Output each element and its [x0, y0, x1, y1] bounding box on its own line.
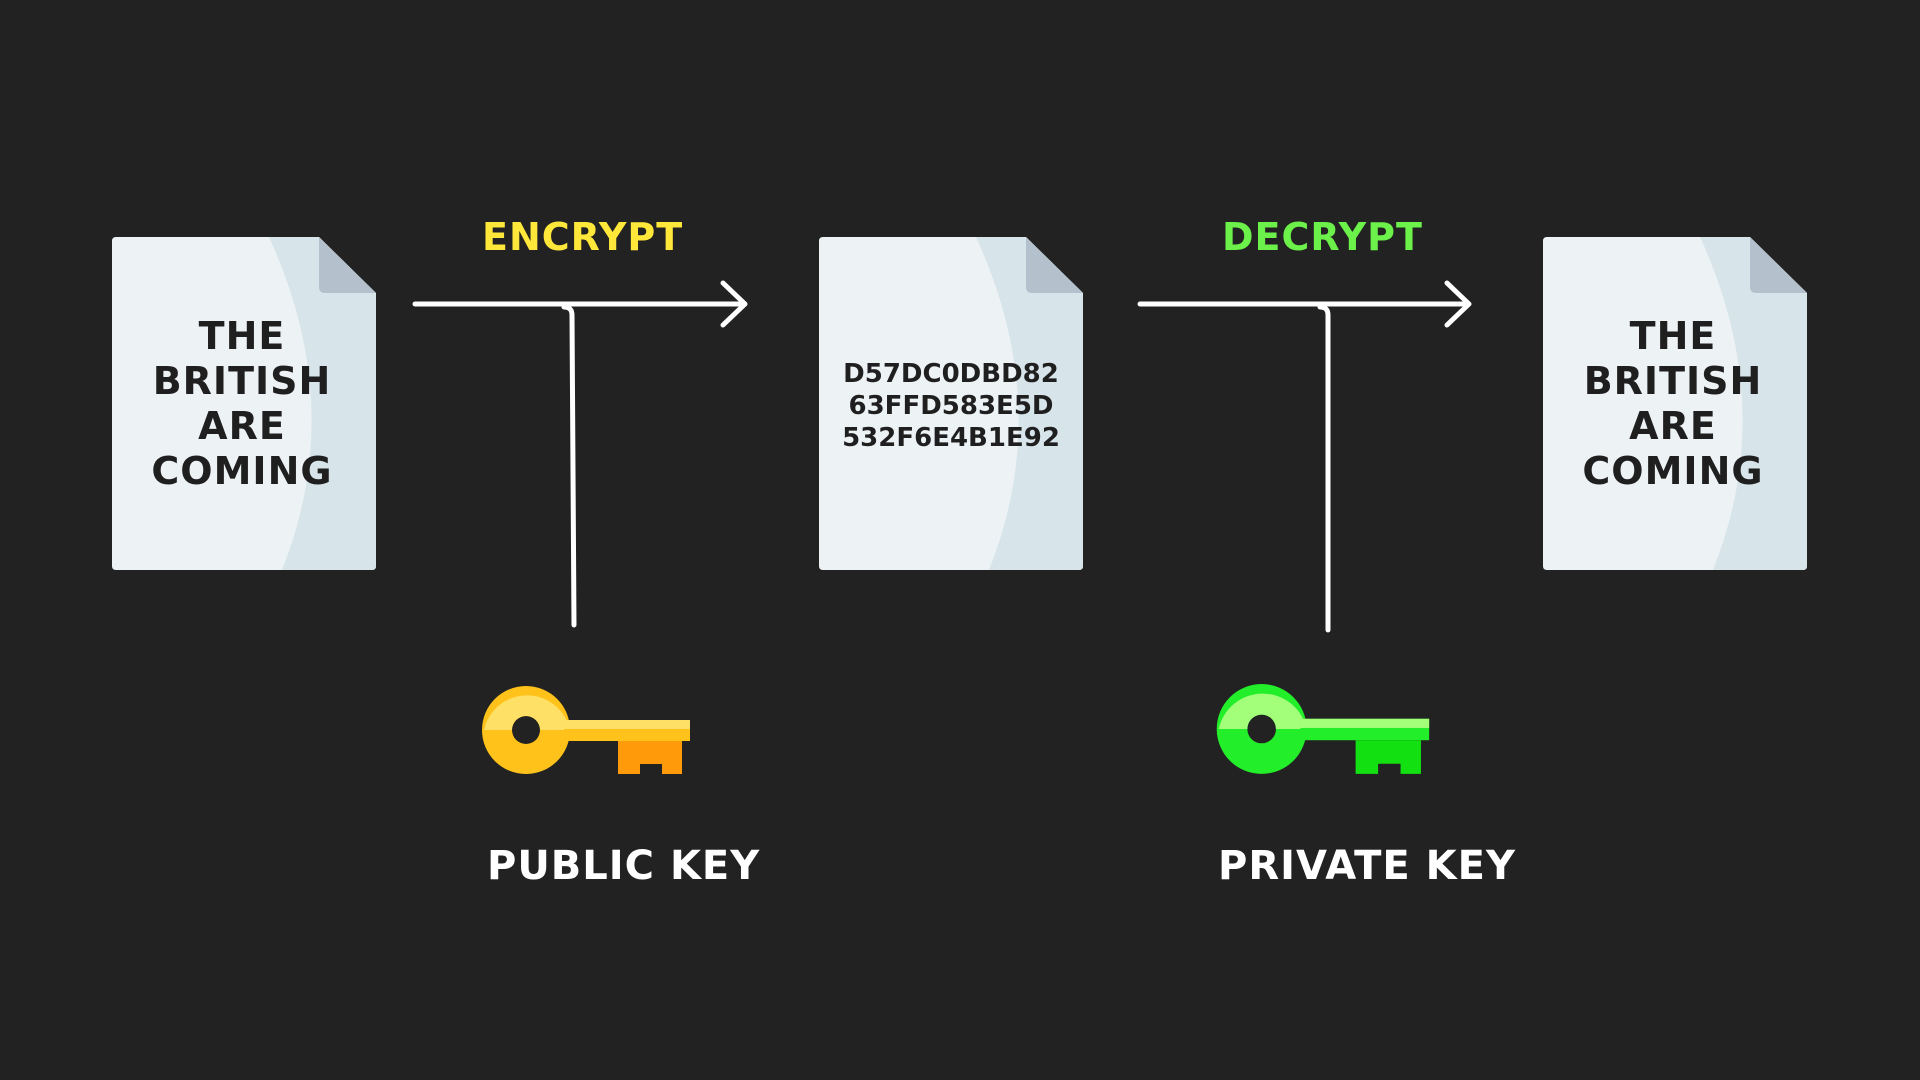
message-line: ARE — [1629, 403, 1717, 448]
key-icon — [1216, 684, 1430, 774]
cipher-line: 63FFD583E5D — [848, 390, 1054, 421]
message-line: COMING — [151, 448, 333, 493]
message-line: BRITISH — [152, 358, 332, 403]
document-icon — [819, 237, 1083, 570]
encrypt-arrow-head — [720, 280, 748, 328]
cipher-line: D57DC0DBD82 — [843, 358, 1059, 389]
private-key-label: PRIVATE KEY — [1218, 843, 1516, 889]
document-icon — [1543, 237, 1807, 570]
cipher-line: 532F6E4B1E92 — [842, 422, 1060, 453]
document-icon — [112, 237, 376, 570]
ciphertext-message: D57DC0DBD82 63FFD583E5D 532F6E4B1E92 — [819, 237, 1083, 570]
plaintext-document: THE BRITISH ARE COMING — [112, 237, 376, 570]
key-teeth — [618, 741, 682, 774]
plaintext-message: THE BRITISH ARE COMING — [112, 237, 376, 570]
key-teeth — [1355, 740, 1421, 774]
key-icon — [482, 686, 690, 774]
message-line: THE — [1629, 313, 1717, 358]
decrypt-arrow-head — [1444, 280, 1472, 328]
message-line: BRITISH — [1583, 358, 1763, 403]
message-line: ARE — [198, 403, 286, 448]
decrypt-label: DECRYPT — [1222, 215, 1423, 259]
decrypted-document: THE BRITISH ARE COMING — [1543, 237, 1807, 570]
key-shaft-highlight — [564, 720, 690, 729]
decrypted-message: THE BRITISH ARE COMING — [1543, 237, 1807, 570]
key-shaft-highlight — [1300, 718, 1430, 728]
message-line: COMING — [1582, 448, 1764, 493]
decrypt-key-connector — [1317, 304, 1331, 633]
encrypt-label: ENCRYPT — [482, 215, 684, 259]
key-bow-highlight — [484, 695, 570, 730]
encrypt-key-connector — [561, 304, 577, 628]
key-bow-highlight — [1218, 693, 1307, 729]
message-line: THE — [198, 313, 286, 358]
ciphertext-document: D57DC0DBD82 63FFD583E5D 532F6E4B1E92 — [819, 237, 1083, 570]
public-key-label: PUBLIC KEY — [487, 843, 761, 889]
